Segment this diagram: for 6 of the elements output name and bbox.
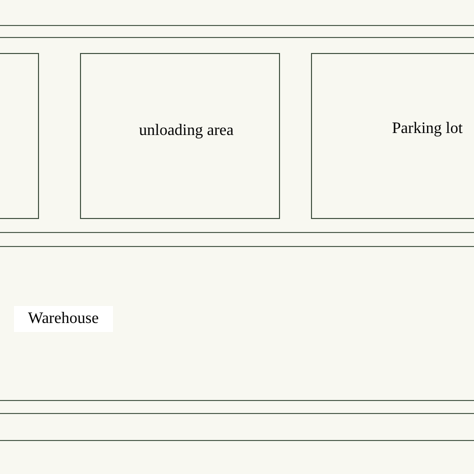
- area-label: Warehouse: [14, 306, 113, 332]
- area-label: Parking lot: [392, 120, 463, 138]
- area-box: [311, 53, 474, 219]
- area-box: [80, 53, 280, 219]
- area-label: unloading area: [139, 122, 234, 140]
- area-box: [0, 53, 39, 219]
